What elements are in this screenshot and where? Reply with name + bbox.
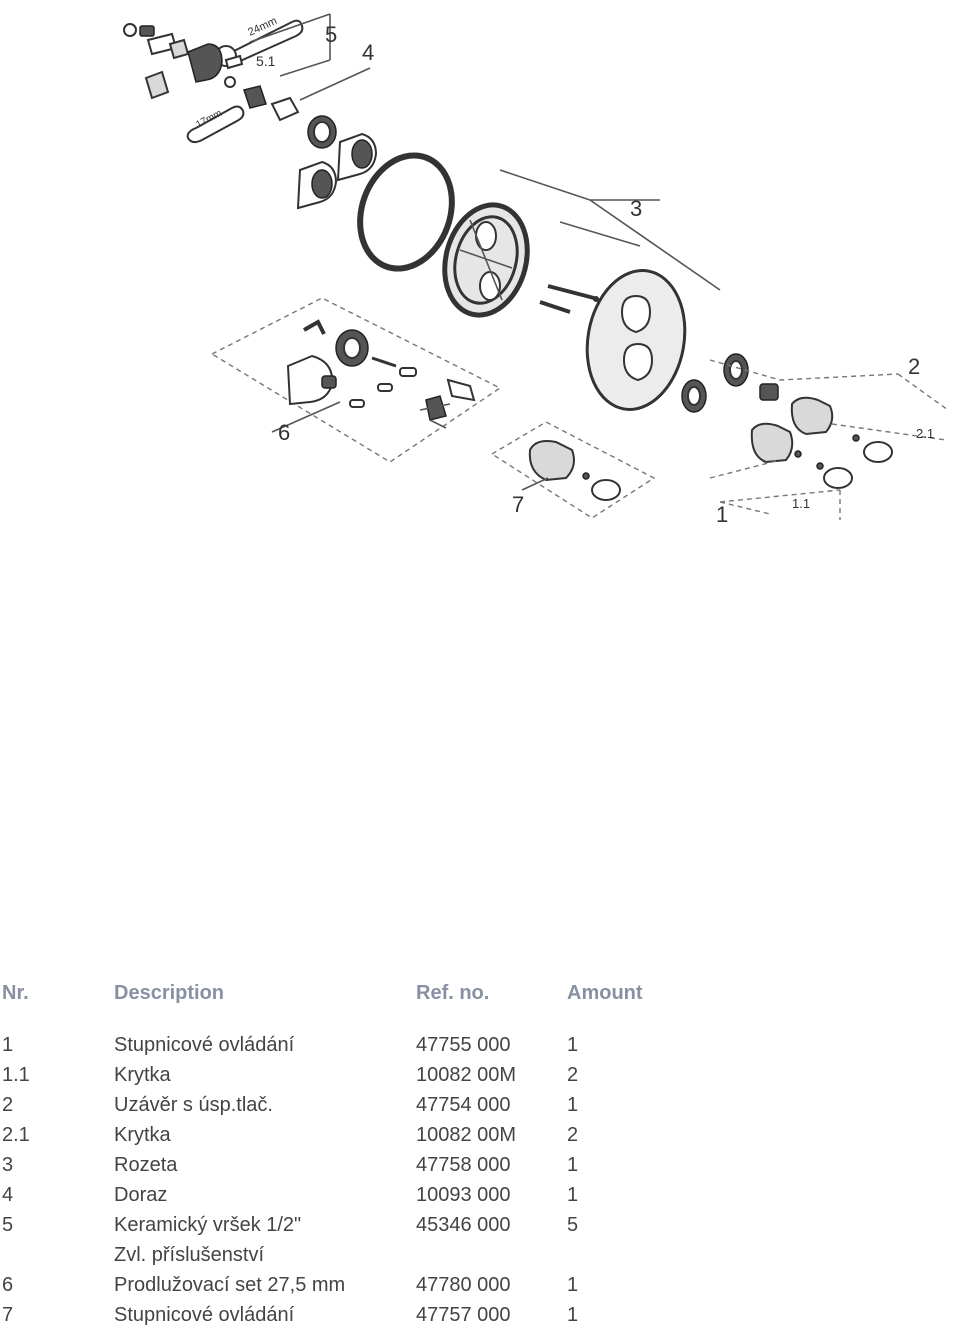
- cell-ref: 47757 000: [416, 1304, 511, 1326]
- cell-amount: 2: [567, 1124, 579, 1146]
- exploded-parts-diagram: 24mm 17mm 5 5.1 4: [123, 13, 949, 527]
- parts-table: Nr. Description Ref. no. Amount 1 Stupni…: [0, 978, 960, 1330]
- table-row: 1 Stupnicové ovládání 47755 000 1: [0, 1030, 960, 1060]
- cell-ref: 47780 000: [416, 1274, 511, 1296]
- cell-amount: 1: [567, 1094, 579, 1116]
- cell-amount: 1: [567, 1274, 579, 1296]
- cell-amount: 1: [567, 1184, 579, 1206]
- callout-1-1: 1.1: [792, 496, 810, 511]
- callout-4: 4: [362, 40, 374, 65]
- backplate-wheel-icon: [442, 202, 530, 318]
- header-amount: Amount: [567, 982, 643, 1004]
- screws-icon: [539, 284, 599, 314]
- callout-1: 1: [716, 502, 728, 527]
- cell-description: Keramický vršek 1/2": [114, 1214, 302, 1236]
- callout-5: 5: [325, 22, 337, 47]
- cell-description: Krytka: [114, 1124, 171, 1146]
- callout-5-1: 5.1: [256, 53, 276, 69]
- header-nr: Nr.: [2, 982, 29, 1004]
- seal-rings-icon: [681, 353, 779, 413]
- cell-nr: 2.1: [2, 1124, 30, 1146]
- cell-description: Prodlužovací set 27,5 mm: [114, 1274, 346, 1296]
- cell-amount: 1: [567, 1304, 579, 1326]
- callout-2-1: 2.1: [916, 426, 934, 441]
- cell-nr: 1.1: [2, 1064, 30, 1086]
- cell-description: Uzávěr s úsp.tlač.: [114, 1094, 273, 1116]
- cell-amount: 1: [567, 1154, 579, 1176]
- cell-nr: 4: [2, 1184, 14, 1206]
- cell-ref: 45346 000: [416, 1214, 511, 1236]
- table-row-section-note: Zvl. příslušenství: [0, 1240, 960, 1270]
- handle-1-icon: [750, 422, 853, 489]
- table-row: 2 Uzávěr s úsp.tlač. 47754 000 1: [0, 1090, 960, 1120]
- handle-2-icon: [790, 396, 893, 463]
- cell-description: Zvl. příslušenství: [114, 1244, 265, 1266]
- table-row: 5 Keramický vršek 1/2" 45346 000 5: [0, 1210, 960, 1240]
- table-row: 3 Rozeta 47758 000 1: [0, 1150, 960, 1180]
- cell-ref: 47754 000: [416, 1094, 511, 1116]
- cell-ref: 47758 000: [416, 1154, 511, 1176]
- cell-nr: 5: [2, 1214, 14, 1236]
- cell-description: Stupnicové ovládání: [114, 1304, 295, 1326]
- cell-description: Rozeta: [114, 1154, 178, 1176]
- callout-7: 7: [512, 492, 524, 517]
- callout-2: 2: [908, 354, 920, 379]
- cell-nr: 1: [2, 1034, 14, 1056]
- cell-ref: 10093 000: [416, 1184, 511, 1206]
- cell-amount: 1: [567, 1034, 579, 1056]
- table-row: 2.1 Krytka 10082 00M 2: [0, 1120, 960, 1150]
- header-description: Description: [114, 982, 225, 1004]
- table-row: 6 Prodlužovací set 27,5 mm 47780 000 1: [0, 1270, 960, 1300]
- cell-nr: 6: [2, 1274, 14, 1296]
- cartridge-parts-icon: [123, 23, 300, 122]
- cell-ref: 10082 00M: [416, 1064, 517, 1086]
- extension-set-icon: [286, 319, 476, 429]
- cell-amount: 5: [567, 1214, 579, 1236]
- cell-nr: 7: [2, 1304, 14, 1326]
- rosette-plate-icon: [585, 269, 687, 411]
- cell-ref: 10082 00M: [416, 1124, 517, 1146]
- callout-6: 6: [278, 420, 290, 445]
- cell-description: Doraz: [114, 1184, 168, 1206]
- table-row: 7 Stupnicové ovládání 47757 000 1: [0, 1300, 960, 1330]
- cell-nr: 2: [2, 1094, 14, 1116]
- cell-amount: 2: [567, 1064, 579, 1086]
- table-row: 4 Doraz 10093 000 1: [0, 1180, 960, 1210]
- cell-description: Stupnicové ovládání: [114, 1034, 295, 1056]
- table-header: Nr. Description Ref. no. Amount: [0, 978, 960, 1008]
- retaining-ring-icon: [357, 152, 455, 272]
- scale-handle-7-icon: [528, 440, 621, 501]
- table-row: 1.1 Krytka 10082 00M 2: [0, 1060, 960, 1090]
- cell-ref: 47755 000: [416, 1034, 511, 1056]
- callout-3: 3: [630, 196, 642, 221]
- cell-nr: 3: [2, 1154, 14, 1176]
- stop-ring-parts-icon: [296, 115, 378, 210]
- header-ref: Ref. no.: [416, 982, 490, 1004]
- wrench-17mm-icon: 17mm: [186, 105, 245, 144]
- cell-description: Krytka: [114, 1064, 171, 1086]
